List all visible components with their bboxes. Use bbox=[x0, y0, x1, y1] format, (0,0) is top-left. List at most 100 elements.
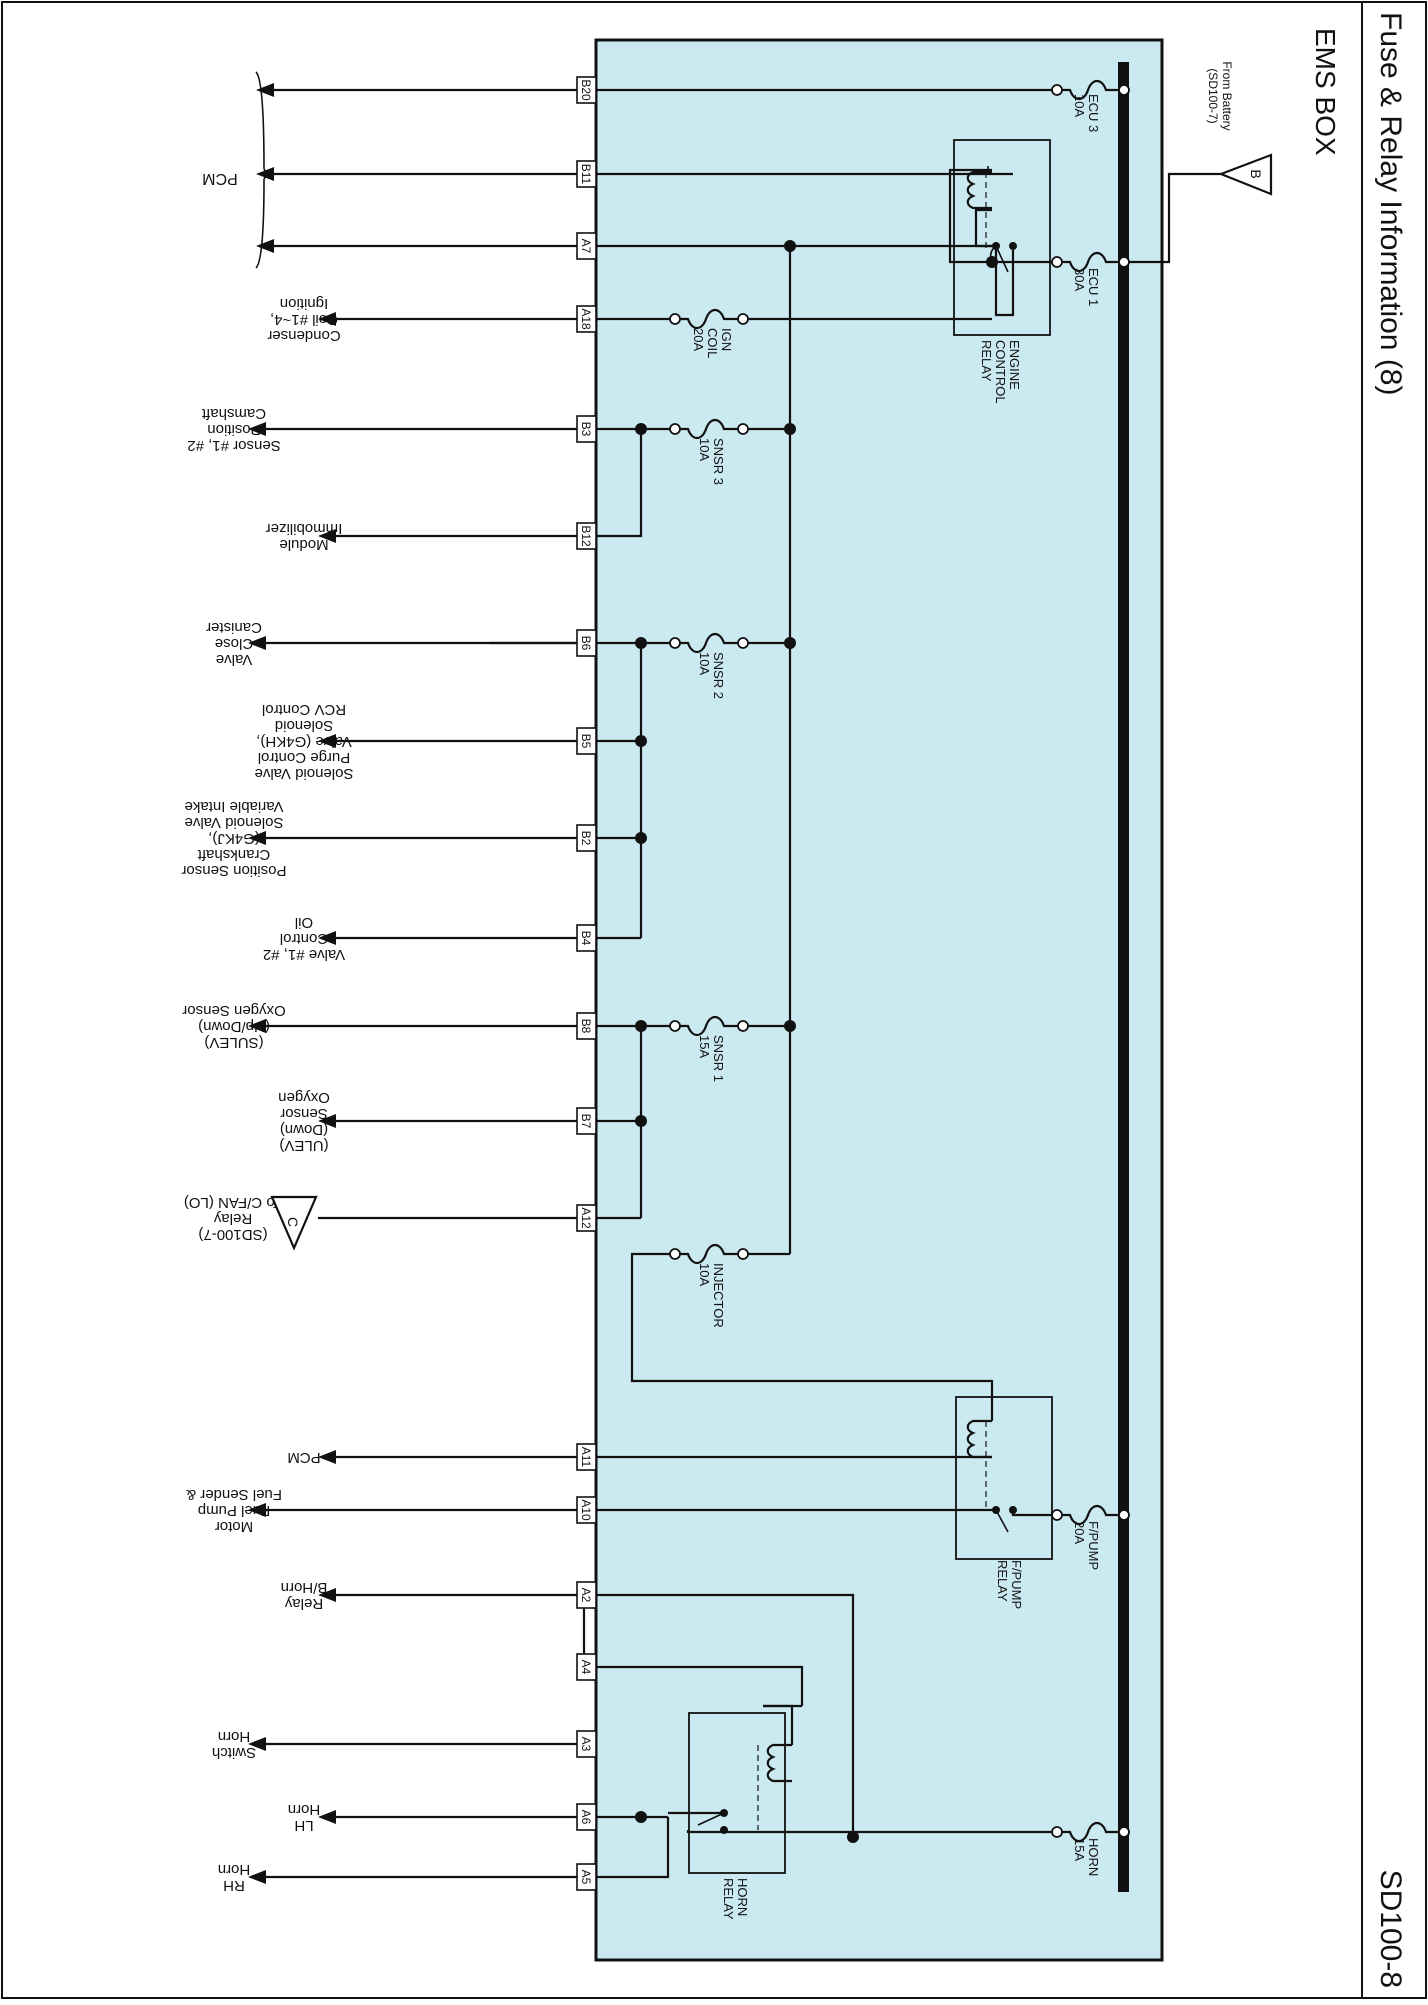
arrow-a5 bbox=[248, 1870, 266, 1884]
wire-horn-coil bbox=[763, 1704, 794, 1745]
arrow-b3 bbox=[248, 422, 266, 436]
pin-label-a10: A10 bbox=[579, 1499, 593, 1521]
dest-text-a2-0: B/Horn bbox=[281, 1579, 328, 1596]
fuse-ecu1-rating: 30A bbox=[1072, 268, 1087, 291]
dest-text-a10-0: Fuel Sender & bbox=[186, 1486, 282, 1503]
dest-text-b12-1: Module bbox=[279, 536, 328, 553]
dest-text-a11-0: PCM bbox=[287, 1449, 320, 1466]
junction-snsr2 bbox=[635, 637, 647, 649]
fuse-ecu3: ECU 3 10A bbox=[1051, 79, 1130, 132]
fuse-horn-name: HORN bbox=[1086, 1838, 1101, 1876]
dest-text-a18-2: Condenser bbox=[267, 327, 340, 344]
arrow-b4 bbox=[318, 931, 336, 945]
junction-snsr1 bbox=[635, 1020, 647, 1032]
dest-text-b4-1: Control bbox=[280, 930, 328, 947]
pin-label-b12: B12 bbox=[579, 525, 593, 547]
dest-text-b3-0: Camshaft bbox=[201, 405, 266, 422]
dest-label-a11: PCM bbox=[287, 1449, 320, 1466]
horn-relay-label-1: HORN bbox=[735, 1878, 750, 1916]
arrow-b8 bbox=[248, 1019, 266, 1033]
dest-text-a18-0: Ignition bbox=[280, 295, 328, 312]
dest-text-b2-1: Solenoid Valve bbox=[185, 814, 284, 831]
dest-text-a12-2: (SD100-7) bbox=[198, 1226, 267, 1243]
dest-text-b5-0: RCV Control bbox=[262, 701, 346, 718]
dest-text-b2-2: (G4KJ), bbox=[208, 830, 260, 847]
arrow-b6 bbox=[248, 636, 266, 650]
engine-relay-label-1: ENGINE bbox=[1007, 340, 1022, 390]
pin-box-a4 bbox=[576, 1653, 597, 1681]
pin-label-b8: B8 bbox=[579, 1019, 593, 1034]
fuse-injector: INJECTOR 10A bbox=[669, 1243, 749, 1328]
fuse-snsr1-name: SNSR 1 bbox=[711, 1035, 726, 1082]
fuse-ign-name-1: IGN bbox=[719, 328, 734, 351]
junction-snsr1-rail bbox=[784, 1020, 796, 1032]
junction-snsr3 bbox=[635, 423, 647, 435]
wire-ecu1-relay bbox=[948, 168, 992, 264]
pin-label-a2: A2 bbox=[579, 1588, 593, 1603]
fuse-ecu3-name: ECU 3 bbox=[1086, 94, 1101, 132]
pin-label-a11: A11 bbox=[579, 1447, 593, 1468]
dest-text-b5-2: Valve (G4KH), bbox=[256, 733, 352, 750]
fuse-injector-rating: 10A bbox=[697, 1263, 712, 1286]
dest-text-a10-2: Motor bbox=[215, 1518, 253, 1535]
pin-label-b3: B3 bbox=[579, 422, 593, 437]
dest-text-a12-1: Relay bbox=[213, 1210, 252, 1227]
pin-label-a7: A7 bbox=[579, 239, 593, 254]
pin-label-b4: B4 bbox=[579, 931, 593, 946]
pin-label-b7: B7 bbox=[579, 1114, 593, 1129]
pin-label-b2: B2 bbox=[579, 831, 593, 846]
junction-snsr2-rail bbox=[784, 637, 796, 649]
fuse-horn-rating: 15A bbox=[1072, 1838, 1087, 1861]
wire-snsr3-out bbox=[592, 427, 790, 538]
dest-text-b12-0: Immobilizer bbox=[266, 520, 343, 537]
cfan-connector-label: C bbox=[285, 1217, 301, 1227]
dest-text-b4-0: Oil bbox=[295, 914, 313, 931]
dest-label-a12: To C/FAN (LO)Relay(SD100-7) bbox=[184, 1194, 282, 1243]
dest-text-b3-2: Sensor #1, #2 bbox=[187, 437, 280, 454]
arrow-b20 bbox=[256, 83, 274, 97]
dest-text-a3-0: Horn bbox=[218, 1728, 251, 1745]
fpump-relay-label-1: F/PUMP bbox=[1009, 1560, 1024, 1609]
fpump-relay: F/PUMP RELAY bbox=[955, 1396, 1053, 1609]
dest-text-b6-1: Close bbox=[215, 635, 253, 652]
pin-label-a6: A6 bbox=[579, 1810, 593, 1825]
dest-text-b7-0: Oxygen bbox=[278, 1089, 330, 1106]
fuse-ign-coil: IGN COIL 20A bbox=[592, 308, 992, 358]
dest-text-b2-3: Crankshaft bbox=[197, 846, 270, 863]
fuse-injector-name: INJECTOR bbox=[711, 1263, 726, 1328]
dest-text-b6-2: Valve bbox=[216, 651, 252, 668]
fuse-snsr2-name: SNSR 2 bbox=[711, 652, 726, 699]
dest-text-b2-0: Variable Intake bbox=[185, 798, 284, 815]
arrow-a10 bbox=[248, 1503, 266, 1517]
fuse-snsr2: SNSR 2 10A bbox=[669, 632, 749, 699]
dest-text-a6-0: Horn bbox=[288, 1801, 321, 1818]
pin-label-a3: A3 bbox=[579, 1737, 593, 1752]
pin-label-b20: B20 bbox=[579, 79, 593, 101]
dest-text-b6-0: Canister bbox=[206, 619, 262, 636]
fuse-snsr1-rating: 15A bbox=[697, 1035, 712, 1058]
battery-label-2: (SD100-7) bbox=[1206, 68, 1220, 123]
fuse-ecu1-name: ECU 1 bbox=[1086, 268, 1101, 306]
pin-label-b5: B5 bbox=[579, 734, 593, 749]
fpump-relay-label-2: RELAY bbox=[995, 1560, 1010, 1602]
dest-text-b3-1: Position bbox=[207, 421, 260, 438]
fuse-snsr2-rating: 10A bbox=[697, 652, 712, 675]
junction-b5 bbox=[635, 735, 647, 747]
fuse-fpump-name: F/PUMP bbox=[1086, 1521, 1101, 1570]
pin-label-a18: A18 bbox=[579, 308, 593, 330]
engine-control-relay: ENGINE CONTROL RELAY bbox=[953, 139, 1051, 404]
horn-relay: HORN RELAY bbox=[688, 1704, 802, 1920]
arrow-a2 bbox=[318, 1588, 336, 1602]
